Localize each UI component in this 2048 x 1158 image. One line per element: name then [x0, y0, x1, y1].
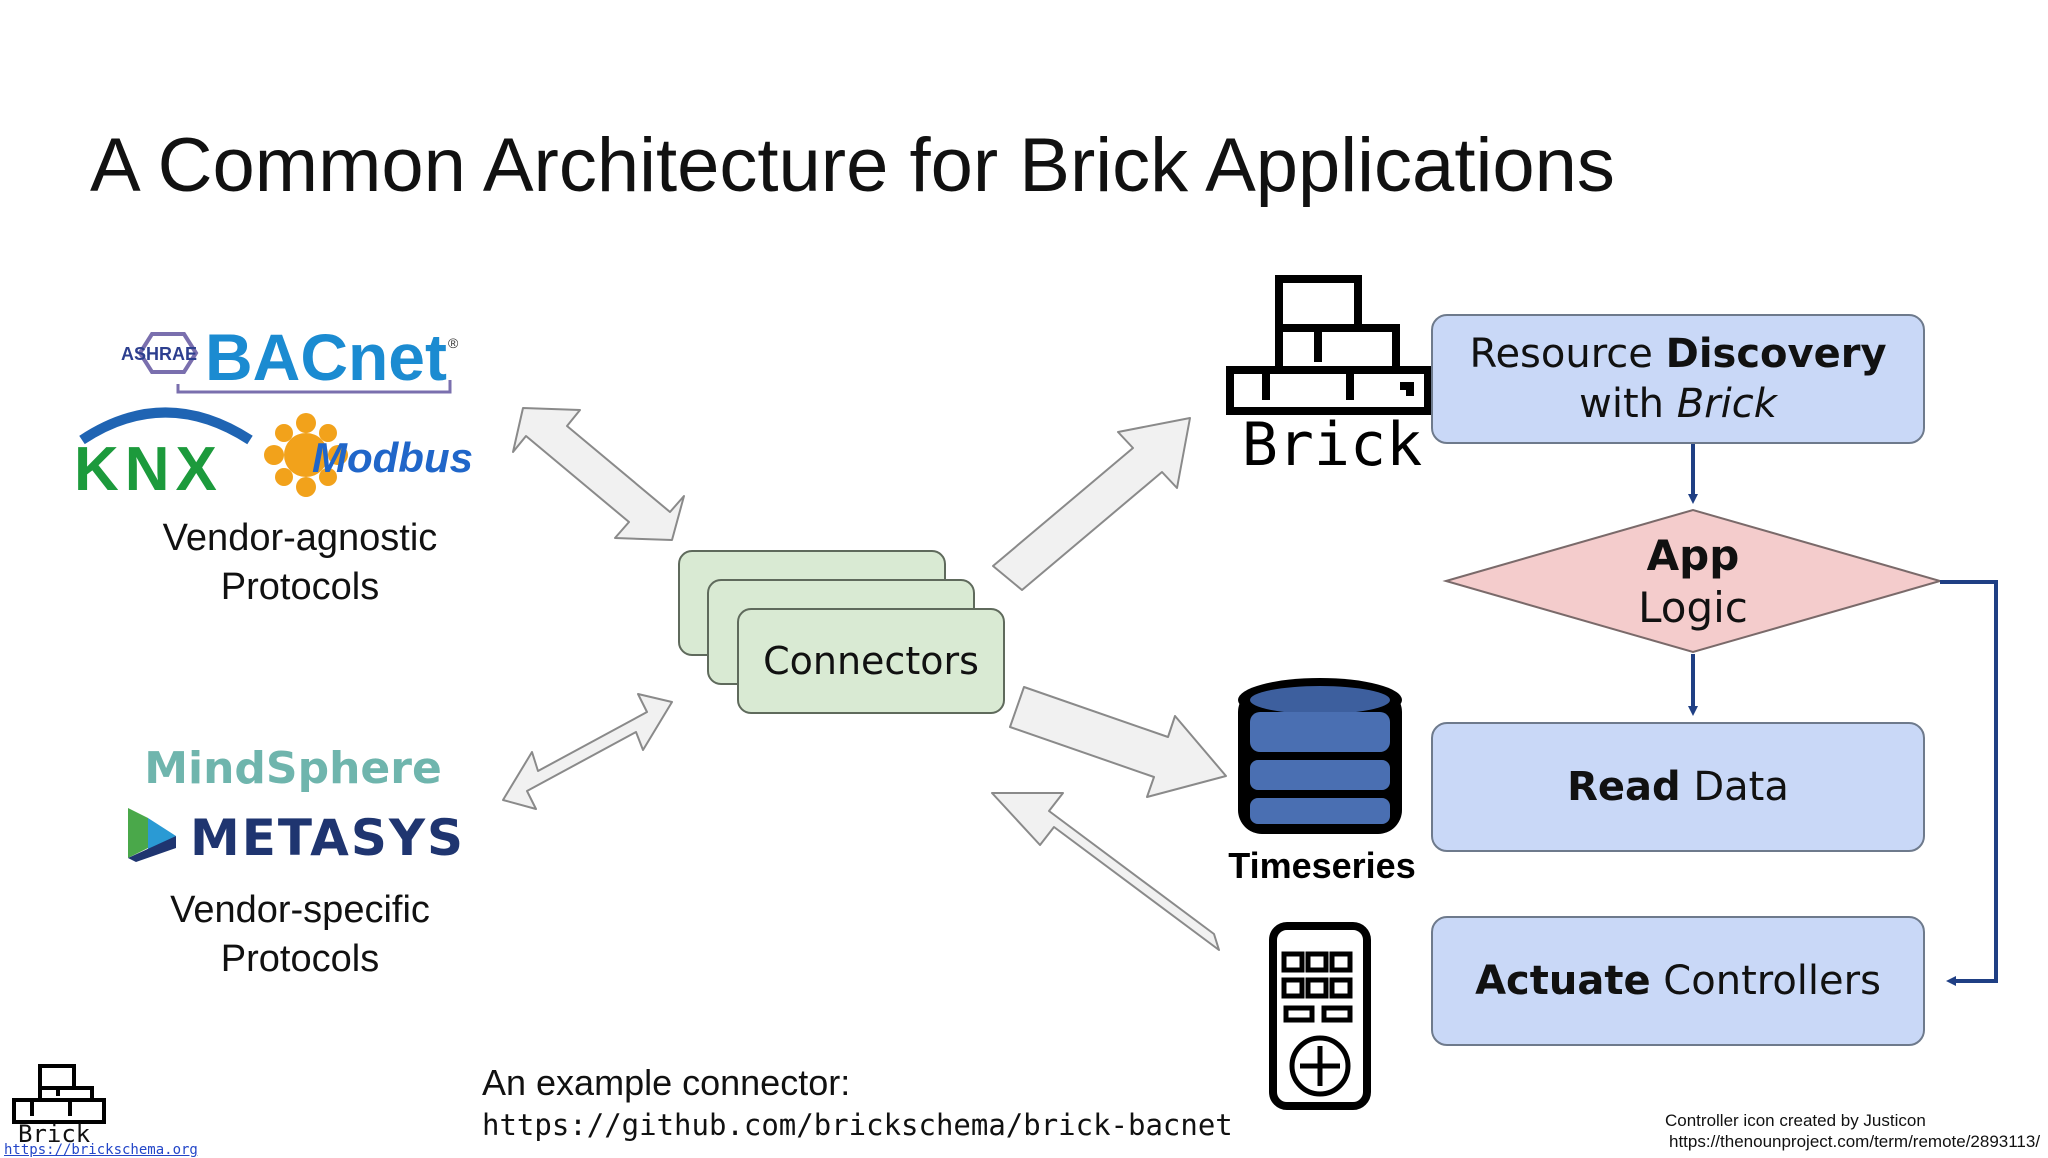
metasys-mark-green: [128, 808, 148, 858]
brick-small-logo-icon: [12, 1064, 106, 1124]
flow-arrow-logic-to-actuate: [1940, 580, 1998, 986]
actuate-controllers-box: Actuate Controllers: [1431, 916, 1925, 1046]
actuate-controllers-text: Actuate Controllers: [1475, 956, 1881, 1006]
vendor-agnostic-line1: Vendor-agnostic: [162, 517, 438, 559]
mindsphere-text: MindSphere: [144, 743, 442, 794]
bacnet-logo: ASHRAE BACnet ®: [121, 320, 459, 394]
icon-credit: Controller icon created by Justicon http…: [1665, 1110, 2040, 1152]
metasys-mark-navy: [128, 836, 176, 862]
actuate-bold: Actuate: [1475, 958, 1651, 1004]
modbus-text: Modbus: [312, 434, 473, 481]
resource-text: Resource: [1469, 331, 1666, 377]
bacnet-underline: [176, 380, 452, 394]
connectors-label: Connectors: [763, 639, 979, 683]
read-data-text: Read Data: [1567, 762, 1789, 812]
data-text: Data: [1680, 764, 1789, 810]
double-arrow-agnostic: [512, 407, 685, 541]
brick-icon: [1226, 275, 1432, 415]
resource-discovery-box: Resource Discovery with Brick: [1431, 314, 1925, 444]
bacnet-registered-mark: ®: [448, 335, 459, 351]
arrow-to-timeseries: [1009, 686, 1227, 798]
icon-credit-line2[interactable]: https://thenounproject.com/term/remote/2…: [1669, 1132, 2041, 1151]
modbus-gear-icon: [264, 413, 348, 497]
brickschema-link[interactable]: https://brickschema.org: [4, 1142, 198, 1158]
resource-discovery-line2: with Brick: [1579, 379, 1777, 429]
knx-logo: KNX: [74, 407, 253, 504]
connector-card-front: Connectors: [737, 608, 1005, 714]
resource-discovery-line1: Resource Discovery: [1469, 329, 1886, 379]
vendor-specific-line2: Protocols: [220, 938, 380, 980]
read-bold: Read: [1567, 764, 1681, 810]
vendor-specific-caption: Vendor-specific Protocols: [100, 886, 500, 984]
brick-italic: Brick: [1676, 381, 1777, 427]
metasys-mark-blue: [148, 818, 176, 852]
arrow-to-brick: [992, 417, 1191, 591]
arrow-from-controller: [991, 792, 1220, 951]
app-logic-line2: Logic: [1638, 583, 1748, 632]
knx-arc: [79, 407, 253, 445]
knx-text: KNX: [74, 435, 223, 504]
ashrae-hexagon: [137, 332, 199, 374]
app-logic-line1: App: [1647, 531, 1740, 580]
slide-title: A Common Architecture for Brick Applicat…: [90, 123, 1615, 208]
ashrae-text: ASHRAE: [121, 344, 197, 364]
example-connector-url[interactable]: https://github.com/brickschema/brick-bac…: [482, 1108, 1233, 1142]
metasys-text: METASYS: [190, 809, 465, 867]
brick-small-logo-label: Brick: [18, 1120, 91, 1148]
example-connector-label: An example connector:: [482, 1062, 851, 1103]
database-icon: [1238, 678, 1402, 834]
with-text: with: [1579, 381, 1677, 427]
icon-credit-line1: Controller icon created by Justicon: [1665, 1111, 1926, 1130]
vendor-agnostic-line2: Protocols: [220, 566, 380, 608]
modbus-logo: Modbus: [264, 413, 473, 497]
read-data-box: Read Data: [1431, 722, 1925, 852]
timeseries-label: Timeseries: [1228, 845, 1415, 886]
discovery-bold: Discovery: [1665, 331, 1887, 377]
remote-controller-icon: [1269, 922, 1371, 1110]
metasys-logo: METASYS: [128, 808, 465, 867]
double-arrow-specific: [502, 693, 673, 810]
vendor-specific-line1: Vendor-specific: [170, 889, 430, 931]
bacnet-text: BACnet: [205, 320, 447, 394]
brick-icon-label: Brick: [1242, 410, 1423, 480]
vendor-agnostic-caption: Vendor-agnostic Protocols: [100, 514, 500, 612]
controllers-text: Controllers: [1650, 958, 1881, 1004]
